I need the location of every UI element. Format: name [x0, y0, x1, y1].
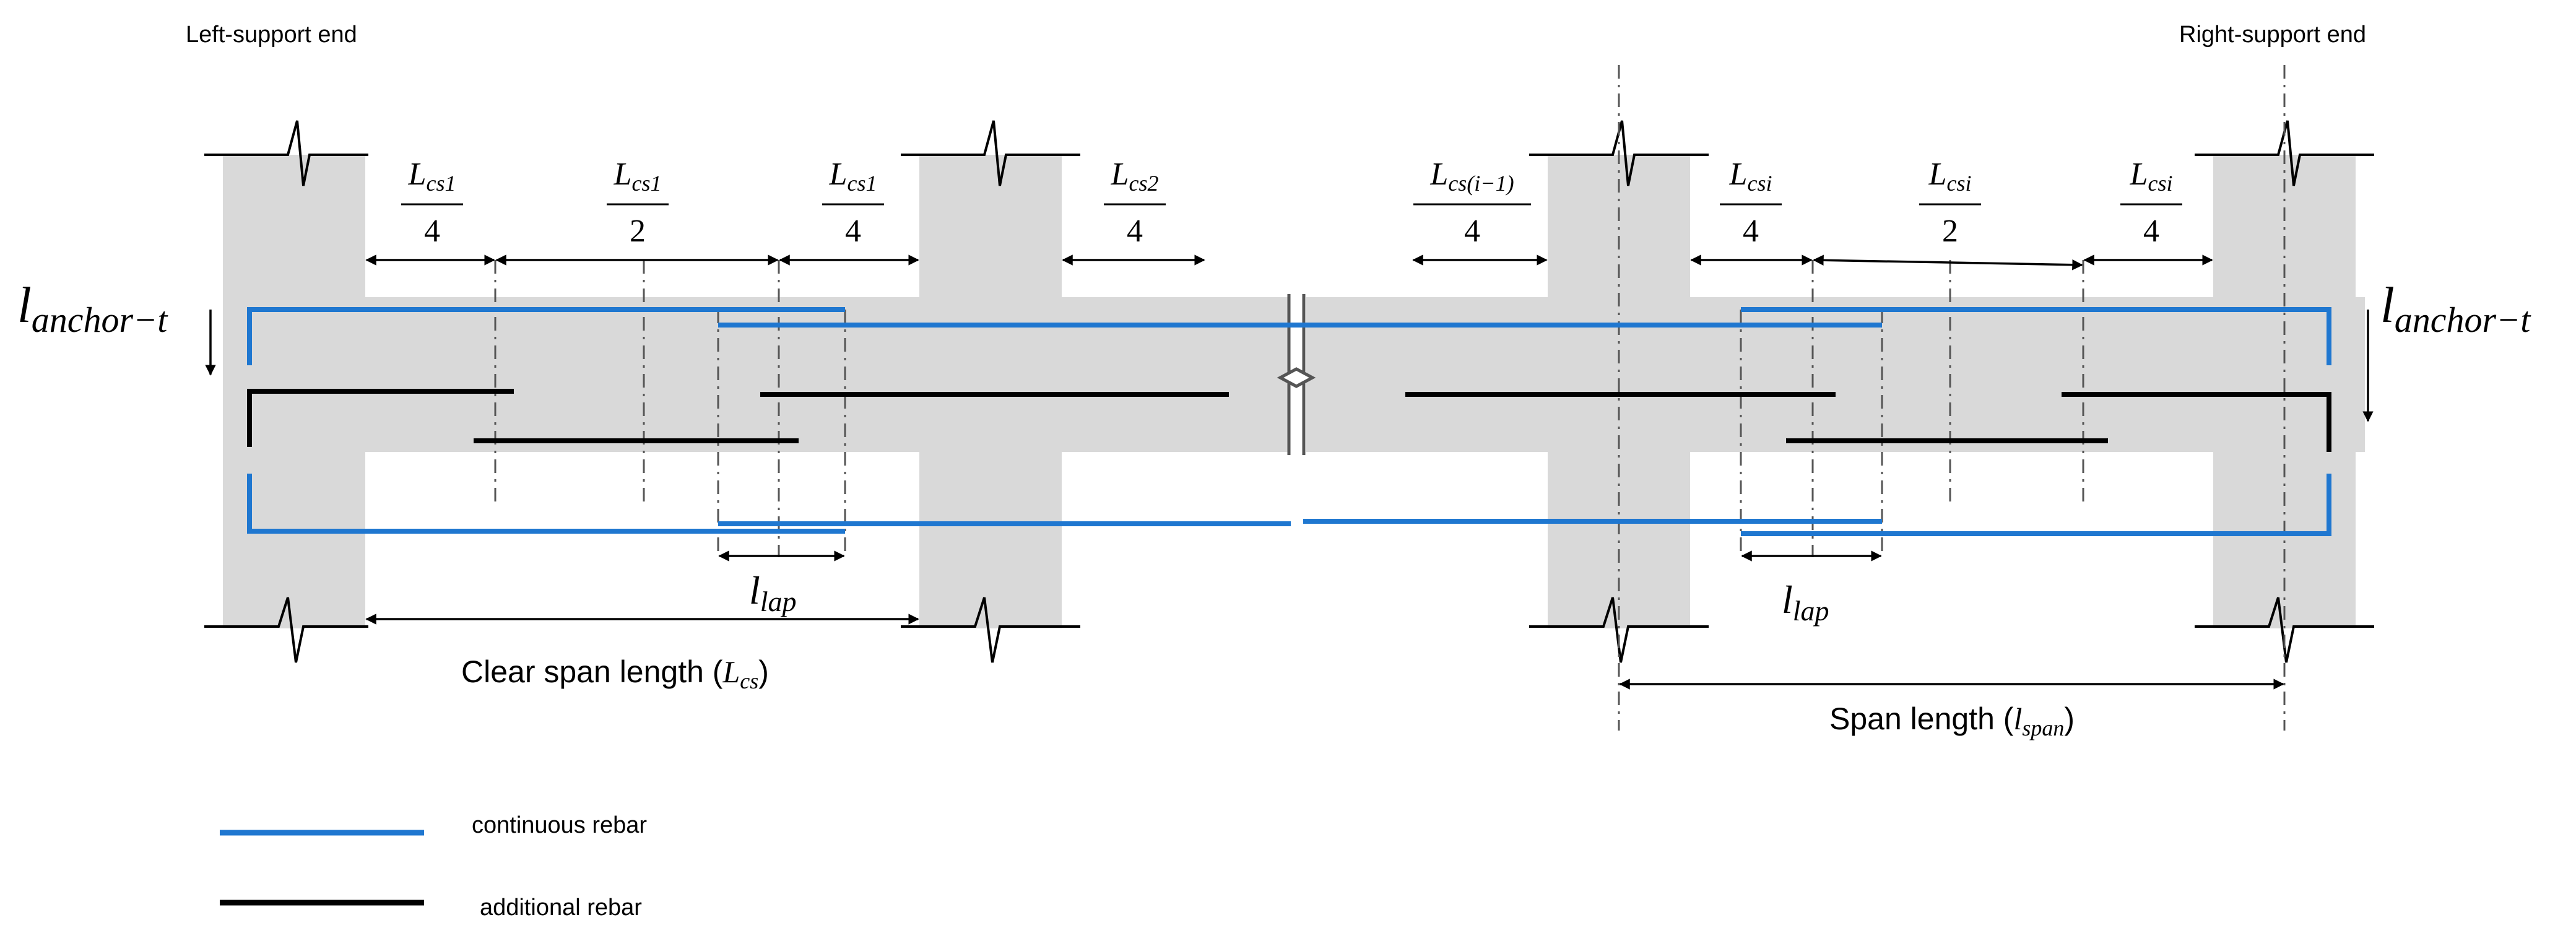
svg-text:4: 4 — [2143, 214, 2159, 249]
svg-text:Lcs2: Lcs2 — [1111, 157, 1159, 196]
column-2 — [919, 155, 1062, 628]
label-span-length: Span length (lspan) — [1829, 701, 2075, 740]
dimension-lines — [365, 254, 2284, 690]
concrete-body — [223, 155, 2365, 628]
label-right-support-end: Right-support end — [2179, 22, 2366, 48]
fraction-label: Lcs1 4 — [822, 157, 884, 249]
svg-text:4: 4 — [1743, 214, 1759, 249]
beam-left-segment — [223, 297, 1288, 452]
continuous-rebar-bottom-left — [247, 474, 845, 534]
label-lap-left: llap — [749, 568, 797, 617]
continuous-rebar-group — [247, 307, 2331, 536]
legend: continuous rebar additional rebar — [220, 812, 647, 921]
continuous-rebar-top-left — [247, 307, 845, 365]
svg-text:Lcsi: Lcsi — [1928, 157, 1972, 196]
svg-text:2: 2 — [1942, 214, 1958, 249]
fraction-label: Lcsi 4 — [1720, 157, 1782, 249]
svg-text:Lcsi: Lcsi — [1729, 157, 1772, 196]
svg-text:Lcsi: Lcsi — [2130, 157, 2173, 196]
svg-text:4: 4 — [845, 214, 861, 249]
svg-text:4: 4 — [1127, 214, 1143, 249]
fraction-label: Lcs2 4 — [1104, 157, 1166, 249]
svg-text:Lcs1: Lcs1 — [408, 157, 456, 196]
label-anchor-left: lanchor−t — [17, 277, 168, 340]
svg-text:Lcs(i−1): Lcs(i−1) — [1429, 157, 1514, 196]
anchorage-arrows — [205, 310, 2374, 422]
svg-text:4: 4 — [1464, 214, 1480, 249]
legend-label-additional: additional rebar — [480, 895, 642, 921]
fraction-label: Lcsi 2 — [1919, 157, 1981, 249]
svg-text:4: 4 — [424, 214, 440, 249]
label-left-support-end: Left-support end — [186, 22, 357, 48]
continuous-rebar-top-right — [1741, 307, 2331, 365]
dim-lcsi-half — [1813, 254, 2083, 271]
fraction-label: Lcsi 4 — [2120, 157, 2182, 249]
column-break-lines — [204, 120, 2374, 663]
additional-rebar-left-end — [247, 389, 514, 447]
fraction-label: Lcs1 2 — [607, 157, 669, 249]
label-anchor-right: lanchor−t — [2380, 277, 2531, 340]
label-lap-right: llap — [1782, 578, 1829, 627]
svg-text:2: 2 — [630, 214, 646, 249]
svg-text:Lcs1: Lcs1 — [829, 157, 877, 196]
additional-rebar-group — [247, 389, 2331, 452]
svg-text:Lcs1: Lcs1 — [614, 157, 662, 196]
legend-label-continuous: continuous rebar — [472, 812, 647, 838]
additional-rebar-right-end — [2062, 392, 2331, 452]
beam-break-symbol — [1277, 294, 1316, 455]
dashed-reference-lines — [494, 65, 2286, 731]
beam-right-segment — [1306, 297, 2365, 452]
fraction-label: Lcs(i−1) 4 — [1413, 157, 1531, 249]
label-clear-span-length: Clear span length (Lcs) — [461, 654, 769, 693]
continuous-rebar-bottom-right — [1741, 474, 2331, 536]
fraction-label: Lcs1 4 — [401, 157, 463, 249]
